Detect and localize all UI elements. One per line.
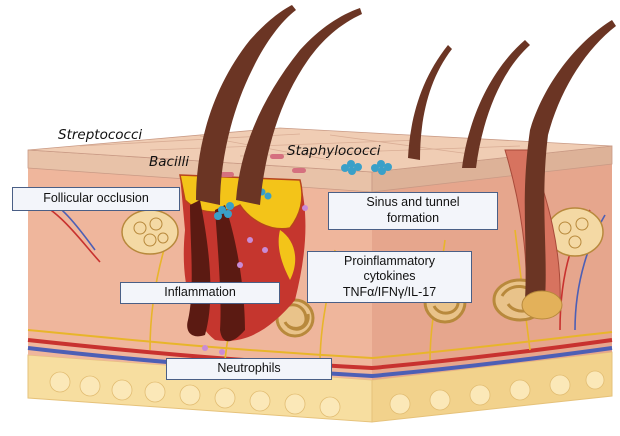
label-inflammation-text: Inflammation (164, 285, 236, 301)
label-bacilli: Bacilli (149, 154, 189, 170)
label-sinus-tunnel-line1: Sinus and tunnel (366, 195, 459, 211)
label-follicular-occlusion: Follicular occlusion (12, 187, 180, 211)
label-staphylococci: Staphylococci (287, 143, 381, 159)
label-sinus-tunnel-line2: formation (387, 211, 439, 227)
label-neutrophils: Neutrophils (166, 358, 332, 380)
label-inflammation: Inflammation (120, 282, 280, 304)
label-streptococci: Streptococci (58, 127, 142, 143)
label-sinus-tunnel: Sinus and tunnel formation (328, 192, 498, 230)
hair-bulb-right (522, 291, 562, 319)
label-proinflammatory-line2: cytokines (363, 269, 415, 285)
label-proinflammatory-line3: TNFα/IFNγ/IL-17 (343, 285, 436, 301)
label-follicular-occlusion-text: Follicular occlusion (43, 191, 149, 207)
label-proinflammatory-cytokines: Proinflammatory cytokines TNFα/IFNγ/IL-1… (307, 251, 472, 303)
label-neutrophils-text: Neutrophils (217, 361, 280, 377)
label-proinflammatory-line1: Proinflammatory (344, 254, 435, 270)
sebaceous-gland-left (122, 210, 178, 254)
